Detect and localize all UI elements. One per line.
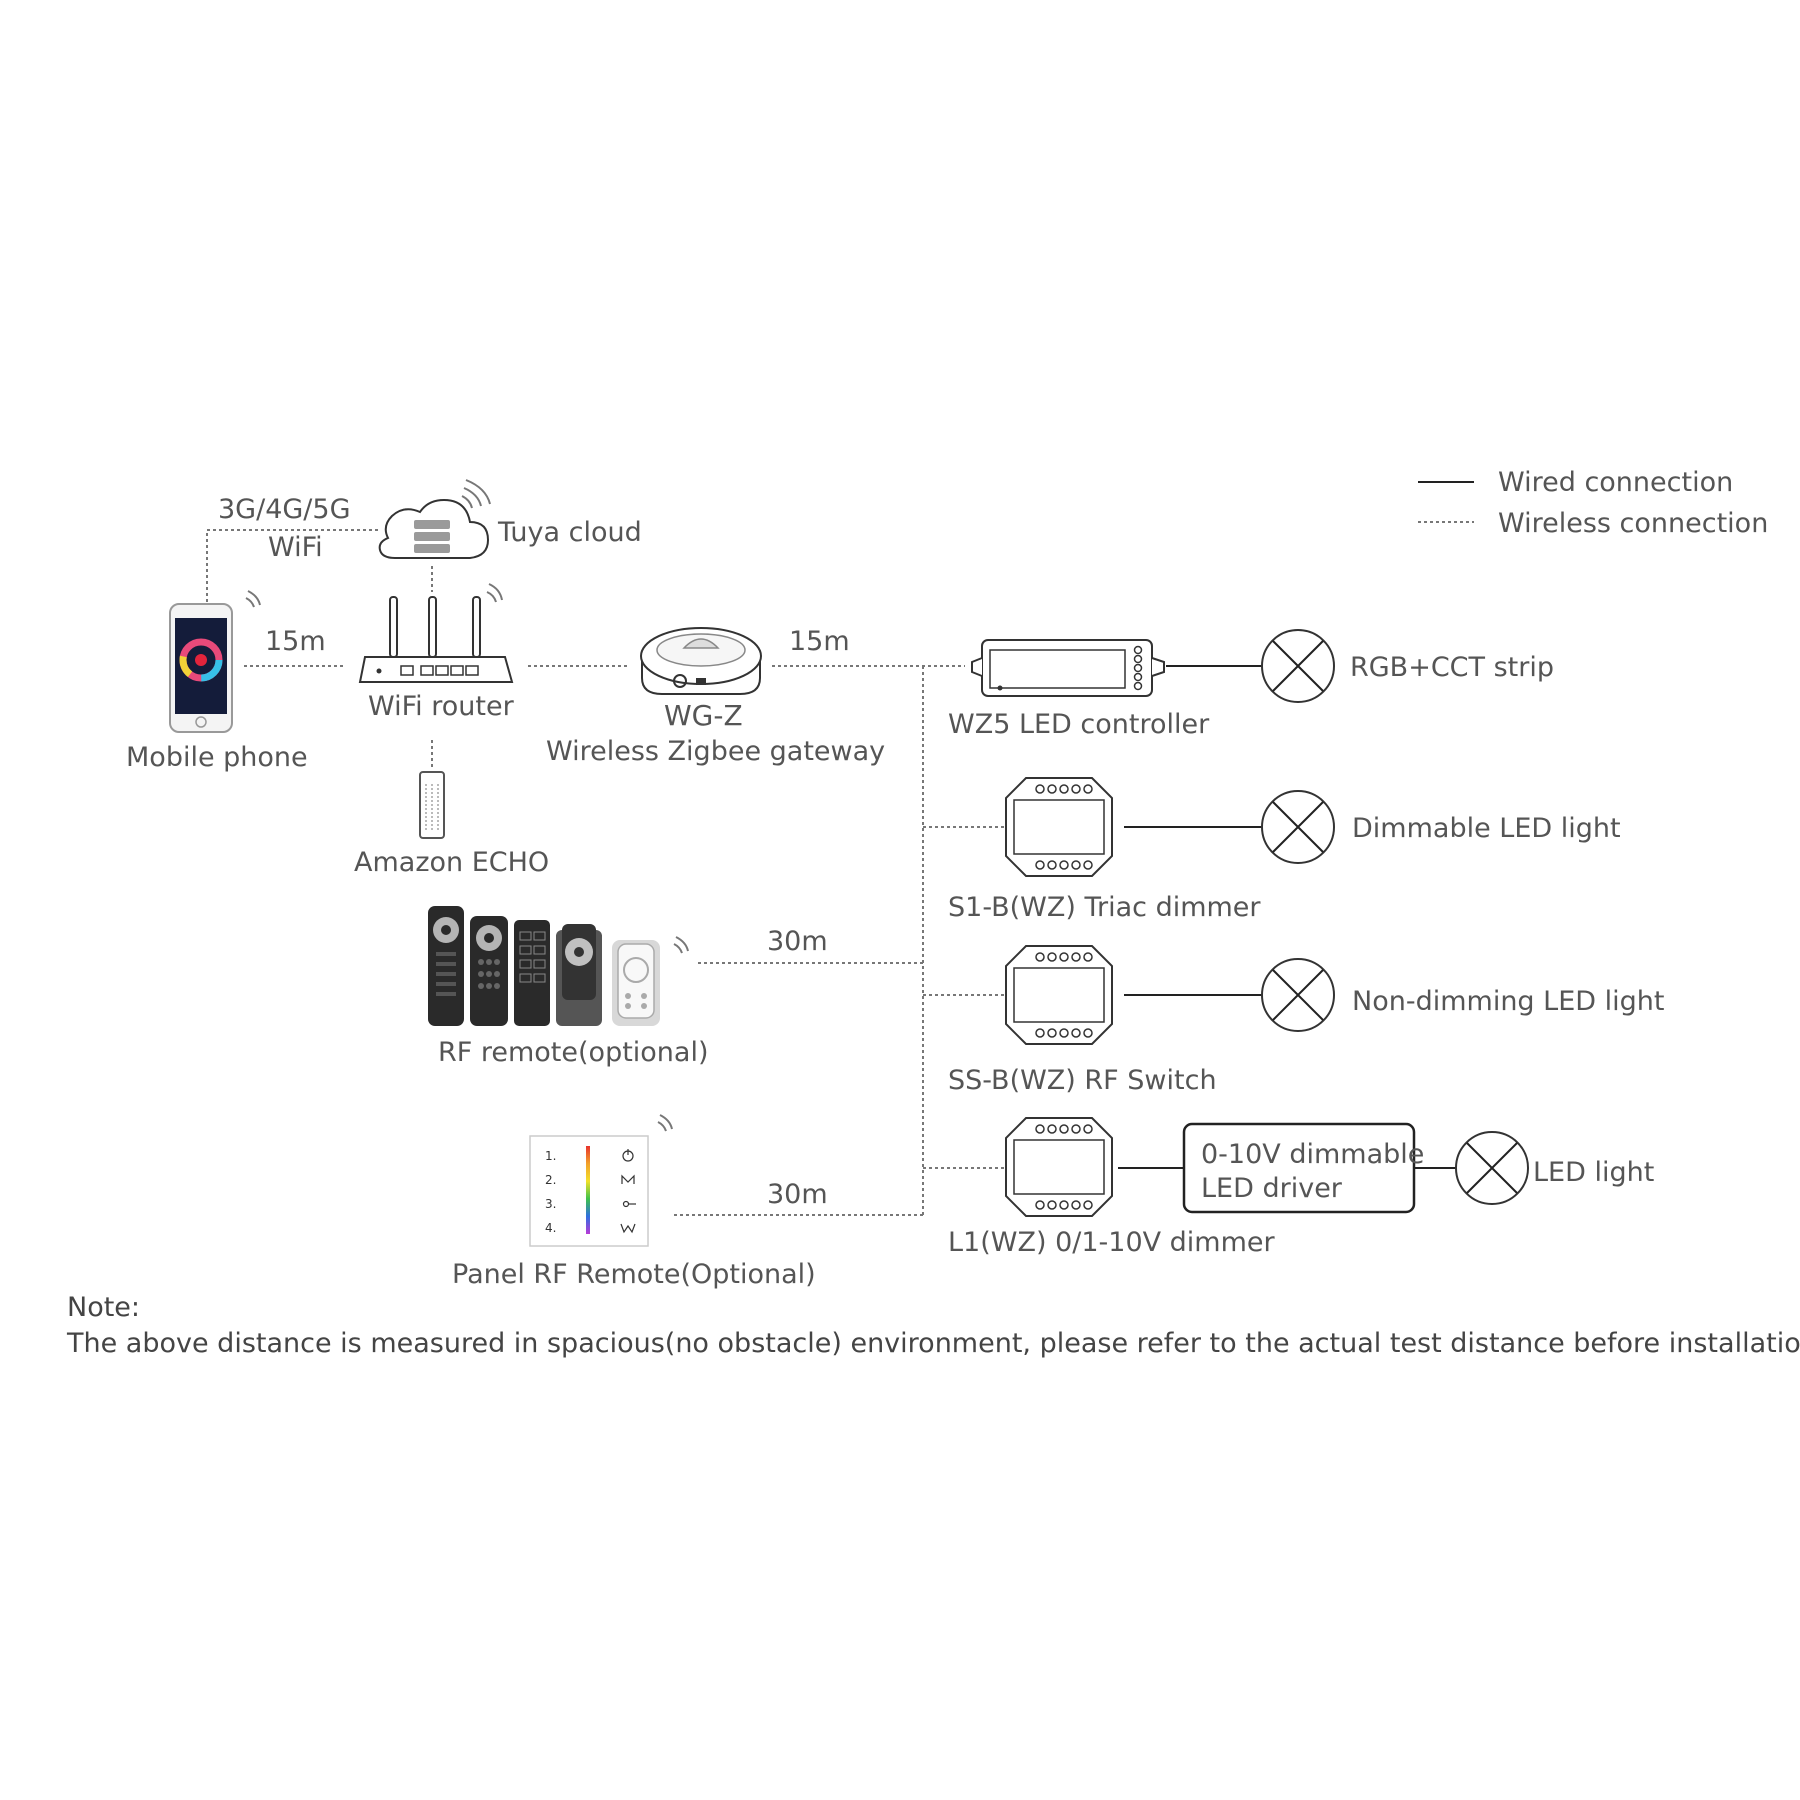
wz5-controller-icon [971,639,1165,697]
panel-color-slider [586,1146,590,1234]
l1-dimmer-label: L1(WZ) 0/1-10V dimmer [948,1227,1276,1258]
cloud-link-label-bottom: WiFi [268,532,323,563]
led-driver-box [1182,1122,1416,1214]
gateway-model-label: WG-Z [664,699,743,732]
phone-cloud-link [206,529,380,608]
led-driver-label-line1: 0-10V dimmable [1201,1139,1424,1170]
non-dimming-led-lamp-icon [1261,958,1335,1032]
rf-remotes-icon [428,906,689,1026]
s1-dimmer-label: S1-B(WZ) Triac dimmer [948,892,1261,923]
panel-key-3: 3. [545,1197,556,1211]
wifi-router-icon [358,583,514,683]
led-driver-label-line2: LED driver [1201,1173,1343,1204]
connection-lines [206,529,1456,1216]
panel-remote-icon: 1. 2. 3. 4. [529,1114,673,1247]
ss-switch-icon [1005,945,1113,1045]
wz5-controller-label: WZ5 LED controller [948,709,1210,740]
gateway-name-label: Wireless Zigbee gateway [546,736,885,767]
panel-key-2: 2. [545,1173,556,1187]
dimmable-led-label: Dimmable LED light [1352,813,1621,844]
amazon-echo-label: Amazon ECHO [354,847,549,878]
panel-remote-distance: 30m [767,1179,828,1210]
panel-remote-label: Panel RF Remote(Optional) [452,1259,816,1290]
tuya-cloud-icon [378,479,491,559]
note-title: Note: [67,1292,140,1323]
led-light-lamp-icon [1455,1131,1529,1205]
panel-key-1: 1. [545,1149,556,1163]
rgb-cct-strip-lamp-icon [1261,629,1335,703]
router-signal-icon [486,583,503,603]
phone-signal-icon [245,590,261,608]
wifi-router-label: WiFi router [368,691,515,722]
panel-remote-signal-icon [657,1114,673,1132]
tuya-cloud-label: Tuya cloud [497,517,642,548]
s1-dimmer-icon [1005,777,1113,877]
amazon-echo-icon [419,771,445,839]
mobile-phone-icon [169,590,261,733]
led-light-label: LED light [1533,1157,1654,1188]
rf-remote-signal-icon [673,936,689,954]
gateway-bus-distance: 15m [789,626,850,657]
dimmable-led-lamp-icon [1261,790,1335,864]
legend-wired-label: Wired connection [1498,467,1733,498]
non-dimming-led-label: Non-dimming LED light [1352,986,1664,1017]
zigbee-gateway-icon [640,627,762,695]
rf-remote-label: RF remote(optional) [438,1037,709,1068]
rgb-cct-strip-label: RGB+CCT strip [1350,652,1554,683]
phone-router-distance: 15m [265,626,326,657]
cloud-signal-icon [461,479,491,509]
legend-wireless-label: Wireless connection [1498,508,1768,539]
panel-key-4: 4. [545,1221,556,1235]
rf-remote-distance: 30m [767,926,828,957]
l1-dimmer-icon [1005,1117,1113,1217]
note-text: The above distance is measured in spacio… [66,1328,1800,1359]
cloud-link-label-top: 3G/4G/5G [218,494,351,525]
legend: Wired connection Wireless connection [1418,467,1768,539]
mobile-phone-label: Mobile phone [126,742,308,773]
ss-switch-label: SS-B(WZ) RF Switch [948,1065,1217,1096]
